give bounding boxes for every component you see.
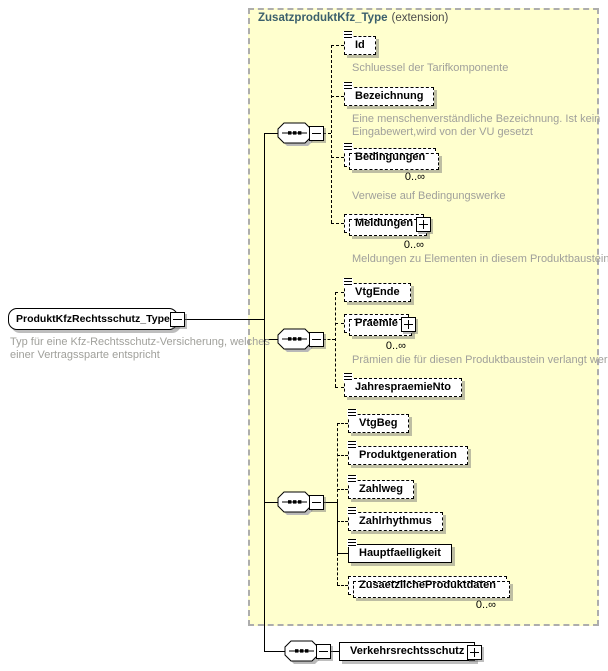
sequence-compositor[interactable] xyxy=(276,491,324,517)
sequence-icon xyxy=(277,491,314,515)
annotation-text: Eingabewert,wird von der VU gesetzt xyxy=(352,126,533,138)
annotation-text: Prämien die für diesen Produktbaustein v… xyxy=(352,354,608,366)
annotation-text: Eine menschenverständliche Bezeichnung. … xyxy=(352,113,601,125)
sequence-icon xyxy=(284,640,321,664)
element-label: Zahlweg xyxy=(359,483,404,495)
annotation-text: Typ für eine Kfz-Rechtsschutz-Versicheru… xyxy=(10,336,270,348)
expand-icon[interactable] xyxy=(467,644,483,660)
connector xyxy=(331,45,332,223)
connector xyxy=(331,223,344,224)
collapse-icon[interactable] xyxy=(316,644,331,659)
connector xyxy=(337,553,348,554)
element-box-vtgbeg[interactable]: VtgBeg xyxy=(347,409,409,433)
element-box-bedingungen[interactable]: Bedingungen xyxy=(343,143,440,170)
element-box-zusaetzlicheproduktdaten[interactable]: ZusaetzlicheProduktdaten xyxy=(348,576,510,598)
sequence-icon xyxy=(277,122,314,146)
connector xyxy=(323,339,335,340)
element-label: JahrespraemieNto xyxy=(355,381,451,393)
text-content-icon xyxy=(343,143,353,151)
expand-icon[interactable] xyxy=(400,316,416,332)
text-content-icon xyxy=(343,373,353,381)
connector xyxy=(337,423,338,502)
occurrence-label: 0..∞ xyxy=(385,340,406,352)
annotation-text: Verweise auf Bedingungswerke xyxy=(352,190,506,202)
element-label: VtgEnde xyxy=(355,286,400,298)
annotation-text: Schluessel der Tarifkomponente xyxy=(352,62,509,74)
text-content-icon xyxy=(343,82,353,90)
connector xyxy=(337,455,348,456)
connector xyxy=(329,651,339,652)
connector xyxy=(337,489,348,490)
connector xyxy=(264,502,279,503)
connector xyxy=(323,502,337,503)
expand-icon[interactable] xyxy=(416,216,432,232)
occurrence-label: 0..∞ xyxy=(403,239,424,251)
connector xyxy=(264,133,279,134)
collapse-icon[interactable] xyxy=(309,495,324,510)
connector xyxy=(264,339,279,340)
text-content-icon xyxy=(347,507,357,515)
sequence-compositor[interactable] xyxy=(283,640,331,666)
connector xyxy=(184,319,264,320)
text-content-icon xyxy=(347,441,357,449)
sequence-compositor[interactable] xyxy=(276,328,324,354)
connector xyxy=(264,651,286,652)
sequence-icon xyxy=(277,328,314,352)
occurrence-label: 0..∞ xyxy=(404,171,425,183)
element-box-produktgeneration[interactable]: Produktgeneration xyxy=(347,441,468,465)
element-box-zahlweg[interactable]: Zahlweg xyxy=(347,475,415,499)
element-box-zahlrhythmus[interactable]: Zahlrhythmus xyxy=(347,507,443,531)
element-label: Bedingungen xyxy=(355,151,426,163)
collapse-icon[interactable] xyxy=(309,332,324,347)
connector xyxy=(337,502,338,553)
connector xyxy=(335,323,344,324)
element-label: ZusaetzlicheProduktdaten xyxy=(359,579,496,591)
text-content-icon xyxy=(347,539,357,547)
connector xyxy=(323,133,331,134)
connector xyxy=(337,553,338,585)
extension-type-name: ZusatzproduktKfz_Type xyxy=(258,12,388,24)
connector xyxy=(331,96,344,97)
connector xyxy=(337,521,348,522)
element-label: Verkehrsrechtsschutz xyxy=(350,645,465,657)
element-label: Bezeichnung xyxy=(355,90,424,102)
element-box-hauptfaelligkeit[interactable]: Hauptfaelligkeit xyxy=(347,539,452,563)
element-label: Hauptfaelligkeit xyxy=(359,547,441,559)
text-content-icon xyxy=(343,278,353,286)
extension-tag: (extension) xyxy=(391,12,449,24)
connector xyxy=(331,45,344,46)
connector xyxy=(335,292,336,387)
element-box-bezeichnung[interactable]: Bezeichnung xyxy=(343,82,435,106)
sequence-compositor[interactable] xyxy=(276,122,324,148)
element-label: VtgBeg xyxy=(359,417,398,429)
element-label: Praemie xyxy=(355,317,398,329)
occurrence-label: 0..∞ xyxy=(475,599,496,611)
element-label: Produktgeneration xyxy=(359,449,457,461)
connector xyxy=(264,133,265,651)
element-box-praemie[interactable]: Praemie xyxy=(344,314,416,336)
element-label: Id xyxy=(355,39,365,51)
extension-title: ZusatzproduktKfz_Type(extension) xyxy=(258,12,448,24)
text-content-icon xyxy=(347,475,357,483)
element-label: ProduktKfzRechtsschutz_Type xyxy=(16,313,170,325)
element-box-meldungen[interactable]: Meldungen xyxy=(344,214,432,236)
annotation-text: Meldungen zu Elementen in diesem Produkt… xyxy=(352,253,608,265)
text-content-icon xyxy=(347,409,357,417)
element-box-produktkfzrechtsschutz-type[interactable]: ProduktKfzRechtsschutz_Type xyxy=(8,308,185,330)
connector xyxy=(335,387,344,388)
collapse-icon[interactable] xyxy=(309,126,324,141)
element-box-verkehrsrechtsschutz[interactable]: Verkehrsrechtsschutz xyxy=(339,642,483,661)
element-box-jahrespraemiento[interactable]: JahrespraemieNto xyxy=(343,373,462,397)
connector xyxy=(335,292,344,293)
element-label: Zahlrhythmus xyxy=(359,515,432,527)
connector xyxy=(331,157,344,158)
text-content-icon xyxy=(343,31,353,39)
collapse-icon[interactable] xyxy=(169,312,185,327)
element-box-vtgende[interactable]: VtgEnde xyxy=(343,278,411,302)
connector xyxy=(337,585,348,586)
connector xyxy=(337,423,348,424)
annotation-text: einer Vertragssparte entspricht xyxy=(10,349,160,361)
element-label: Meldungen xyxy=(355,217,414,229)
element-box-id[interactable]: Id xyxy=(343,31,376,55)
